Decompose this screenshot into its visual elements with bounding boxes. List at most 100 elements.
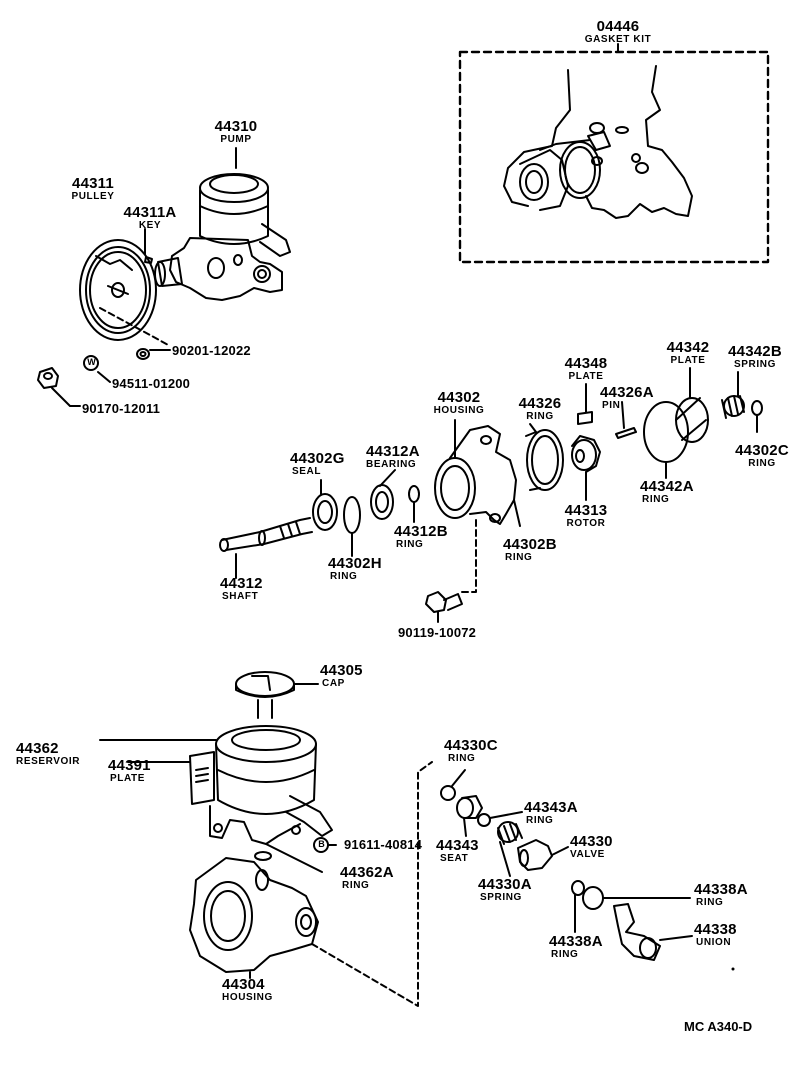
pump-assembly-drawing (37, 173, 291, 389)
part-number: 44330A (478, 876, 532, 893)
part-name: PLATE (568, 371, 604, 382)
callout-44311: 44311 PULLEY (60, 176, 126, 202)
part-name: RING (642, 494, 670, 505)
relief-valve-drawing (440, 785, 661, 961)
part-name: KEY (138, 220, 162, 231)
callout-44302: 44302 HOUSING (424, 390, 494, 416)
part-number: 44362A (340, 864, 394, 881)
part-number: 44343A (524, 799, 578, 816)
part-number: 44342A (640, 478, 694, 495)
callout-90201-12022: 90201-12022 (172, 343, 251, 359)
part-number: 44330C (444, 737, 498, 754)
part-name: SPRING (734, 359, 776, 370)
part-name: SEAT (440, 853, 469, 864)
part-name: RING (396, 539, 424, 550)
callout-44312b: 44312B RING (394, 524, 448, 550)
part-name: SPRING (480, 892, 522, 903)
part-name: RING (330, 571, 358, 582)
part-number: 44302 (437, 389, 481, 406)
part-number: 44330 (570, 833, 613, 850)
part-number: 44312B (394, 523, 448, 540)
part-number: 90119-10072 (398, 625, 477, 640)
part-name: GASKET KIT (584, 34, 652, 45)
callout-44302g: 44302G SEAL (290, 451, 345, 477)
callout-44326a: 44326A PIN (600, 385, 672, 411)
part-name: PUMP (220, 134, 252, 145)
callout-90170-12011: 90170-12011 (82, 401, 160, 417)
callout-44342a: 44342A RING (640, 479, 694, 505)
part-name: SEAL (292, 466, 322, 477)
callout-44330c: 44330C RING (444, 738, 498, 764)
callout-04446: 04446 GASKET KIT (570, 19, 666, 45)
part-name: BEARING (366, 459, 417, 470)
washer-marker-w: W (87, 357, 96, 367)
part-number: 44305 (320, 662, 363, 679)
callout-44342: 44342 PLATE (656, 340, 720, 366)
callout-44362a: 44362A RING (340, 865, 394, 891)
part-number: 04446 (596, 18, 640, 35)
callout-44338a-upper: 44338A RING (694, 882, 748, 908)
part-name: PLATE (110, 773, 146, 784)
part-number: 44362 (16, 740, 59, 757)
part-number: 44326A (600, 384, 654, 401)
callout-44342b: 44342B SPRING (718, 344, 792, 370)
part-number: 44302H (328, 555, 382, 572)
part-number: 44312A (366, 443, 420, 460)
callout-44302b: 44302B RING (503, 537, 557, 563)
callout-44313: 44313 ROTOR (556, 503, 616, 529)
part-number: 44338 (694, 921, 737, 938)
callout-44362: 44362 RESERVOIR (16, 741, 80, 767)
part-name: RING (526, 411, 554, 422)
part-name: ROTOR (566, 518, 606, 529)
part-number: 90170-12011 (82, 401, 161, 416)
part-number: 44348 (564, 355, 608, 372)
part-name: PLATE (670, 355, 706, 366)
callout-44338a-lower: 44338A RING (549, 934, 603, 960)
diagram-code: MC A340-D (684, 1019, 753, 1034)
part-name: RING (505, 552, 533, 563)
part-name: PIN (602, 400, 621, 411)
part-name: RING (748, 458, 776, 469)
callout-44343: 44343 SEAT (436, 838, 479, 864)
bolt-marker-b: B (318, 839, 325, 849)
callout-90119-10072: 90119-10072 (398, 625, 476, 641)
part-number: 44302C (735, 442, 789, 459)
part-number: 44313 (564, 502, 608, 519)
part-number: 44338A (694, 881, 748, 898)
part-number: 44326 (518, 395, 562, 412)
callout-44305: 44305 CAP (320, 663, 363, 689)
part-name: RING (342, 880, 370, 891)
part-number: 44342 (666, 339, 710, 356)
callout-44311a: 44311A KEY (112, 205, 188, 231)
part-number: 90201-12022 (172, 343, 251, 358)
callout-44302c: 44302C RING (726, 443, 798, 469)
gasket-kit-box (458, 43, 770, 264)
part-number: 44304 (222, 976, 265, 993)
callout-44343a: 44343A RING (524, 800, 578, 826)
part-number: 44302B (503, 536, 557, 553)
callout-44304: 44304 HOUSING (222, 977, 273, 1003)
callout-44312: 44312 SHAFT (220, 576, 263, 602)
part-name: CAP (322, 678, 345, 689)
callout-44302h: 44302H RING (328, 556, 382, 582)
part-name: RING (696, 897, 724, 908)
part-number: 94511-01200 (112, 376, 191, 391)
part-number: 44343 (436, 837, 479, 854)
part-number: 91611-40814 (344, 837, 423, 852)
part-number: 44338A (549, 933, 603, 950)
callout-44312a: 44312A BEARING (366, 444, 420, 470)
callout-44338: 44338 UNION (694, 922, 737, 948)
part-number: 44312 (220, 575, 263, 592)
part-number: 44310 (214, 118, 258, 135)
callout-94511-01200: 94511-01200 (112, 376, 190, 392)
part-number: 44311A (123, 204, 177, 221)
part-name: RESERVOIR (16, 756, 81, 767)
part-number: 44311 (72, 175, 114, 192)
part-name: VALVE (570, 849, 605, 860)
part-name: HOUSING (222, 992, 273, 1003)
callout-44330: 44330 VALVE (570, 834, 613, 860)
part-number: 44342B (728, 343, 782, 360)
part-name: SHAFT (222, 591, 259, 602)
